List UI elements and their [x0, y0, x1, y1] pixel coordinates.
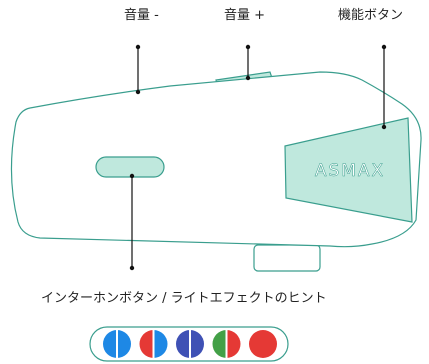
intercom-caption: インターホンボタン / ライトエフェクトのヒント	[41, 291, 327, 306]
light-hint-dot-red	[249, 330, 277, 358]
function-button-label: 機能ボタン	[338, 8, 404, 23]
light-hint-dots	[103, 330, 277, 358]
light-hint-dot-blue	[176, 330, 204, 358]
light-hint-dot-blue-white	[103, 330, 131, 358]
light-hint-dot-green-red	[212, 330, 241, 358]
leader-dots	[129, 44, 387, 271]
volume-down-label: 音量 -	[124, 8, 159, 23]
mount-tab	[253, 244, 321, 272]
volume-up-label: 音量 +	[224, 8, 266, 23]
function-button[interactable]	[284, 117, 413, 223]
leader-lines	[131, 47, 385, 268]
intercom-button[interactable]	[95, 156, 165, 178]
asmax-logo: ASMAX	[315, 161, 385, 181]
light-hint-dot-red-blue	[139, 330, 168, 358]
